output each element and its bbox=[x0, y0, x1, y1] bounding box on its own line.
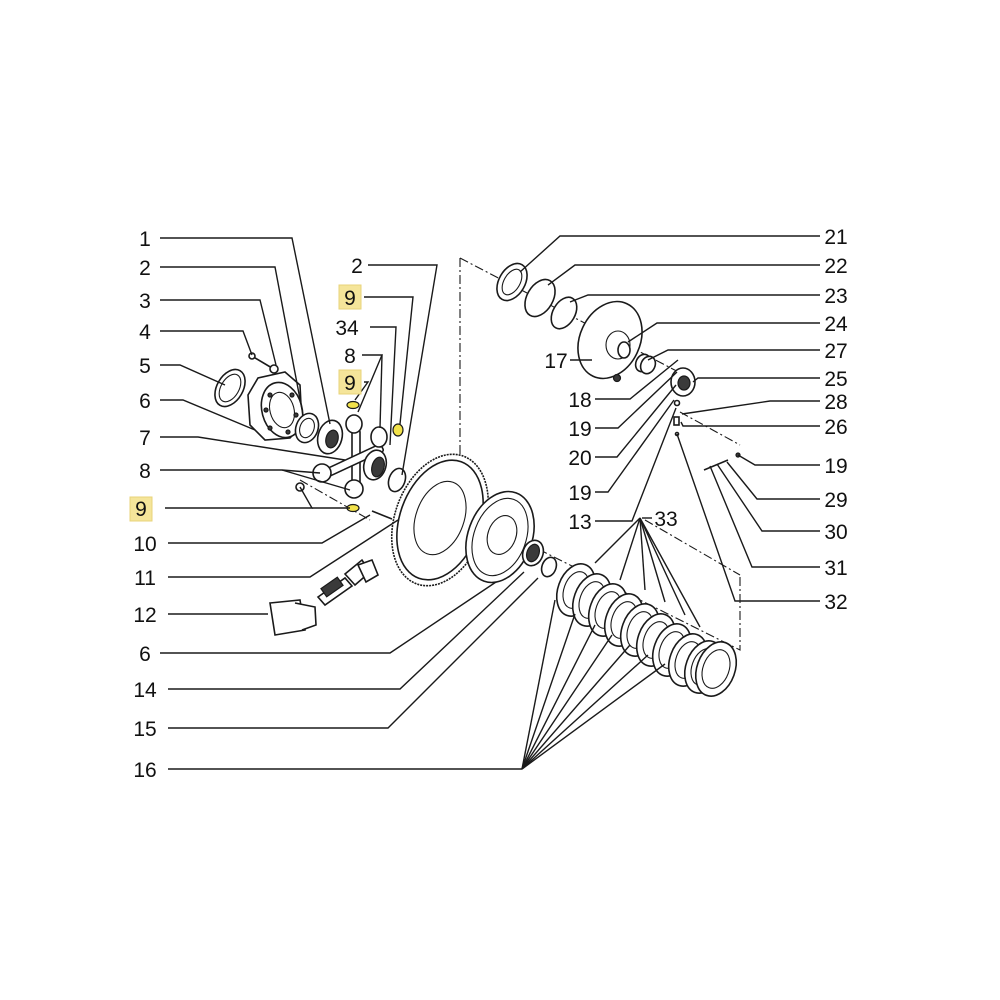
callout-24: 24 bbox=[824, 313, 848, 336]
part-29-30-31-rod bbox=[703, 452, 741, 471]
part-25-release-bearing bbox=[670, 367, 696, 397]
callout-23: 23 bbox=[824, 285, 847, 308]
callout-25: 25 bbox=[824, 368, 847, 391]
part-11-pinion-shaft bbox=[316, 558, 379, 607]
part-6-ring-gear bbox=[390, 453, 490, 587]
part-8-pinion-gears bbox=[312, 414, 388, 499]
callout-15: 15 bbox=[133, 718, 156, 741]
part-22-o-ring bbox=[524, 278, 556, 318]
callout-19-right: 19 bbox=[824, 455, 847, 478]
part-15-needle-bearing bbox=[521, 539, 545, 567]
callout-9-center-top: 9 bbox=[344, 287, 356, 310]
callout-7: 7 bbox=[139, 427, 151, 450]
part-23-o-ring bbox=[550, 296, 578, 330]
callout-12: 12 bbox=[133, 604, 156, 627]
part-26-28-pins bbox=[673, 399, 681, 437]
part-9-washers bbox=[295, 400, 404, 513]
callout-8-center: 8 bbox=[344, 345, 356, 368]
callout-10: 10 bbox=[133, 533, 156, 556]
leader-lines bbox=[160, 235, 820, 770]
part-5-seal-ring bbox=[214, 368, 246, 408]
callout-29: 29 bbox=[824, 489, 847, 512]
callout-32: 32 bbox=[824, 591, 847, 614]
callout-19-b: 19 bbox=[568, 482, 591, 505]
callout-1: 1 bbox=[139, 228, 151, 251]
part-10-bolt bbox=[371, 510, 393, 520]
part-3-washer bbox=[269, 364, 279, 374]
callout-30: 30 bbox=[824, 521, 847, 544]
callout-22: 22 bbox=[824, 255, 847, 278]
callout-28: 28 bbox=[824, 391, 847, 414]
callout-26: 26 bbox=[824, 416, 847, 439]
part-16-33-clutch-plates bbox=[555, 563, 738, 697]
callouts-left: 1 2 3 4 5 6 7 8 9 10 11 12 6 14 15 16 bbox=[129, 228, 157, 782]
callout-16: 16 bbox=[133, 759, 156, 782]
part-13-o-ring bbox=[540, 556, 558, 578]
callout-33: 33 bbox=[654, 508, 677, 531]
part-21-oil-seal bbox=[496, 262, 528, 302]
callout-2-center: 2 bbox=[351, 255, 363, 278]
callout-27: 27 bbox=[824, 340, 847, 363]
part-1-side-gear-left bbox=[316, 419, 344, 455]
callouts-mid-right: 17 18 19 20 19 13 33 bbox=[544, 350, 677, 534]
callout-5: 5 bbox=[139, 355, 151, 378]
callouts-right: 21 22 23 24 27 25 28 26 19 29 30 31 32 bbox=[824, 226, 848, 614]
part-27-bearing bbox=[634, 353, 657, 375]
part-2-thrust-washer-left bbox=[294, 412, 320, 444]
callout-31: 31 bbox=[824, 557, 847, 580]
callout-19-a: 19 bbox=[568, 418, 591, 441]
callout-9-highlighted: 9 bbox=[135, 498, 147, 521]
part-34-side-gear-right bbox=[362, 449, 388, 481]
callout-11: 11 bbox=[134, 567, 156, 590]
part-17-nut bbox=[612, 373, 622, 383]
part-4-bolt bbox=[248, 352, 273, 369]
callout-17: 17 bbox=[544, 350, 567, 373]
callout-20: 20 bbox=[568, 447, 591, 470]
part-24-pressure-plate bbox=[577, 300, 643, 380]
callout-6-lower: 6 bbox=[139, 643, 151, 666]
callout-2: 2 bbox=[139, 257, 151, 280]
callout-8: 8 bbox=[139, 460, 151, 483]
callout-3: 3 bbox=[139, 290, 151, 313]
part-2-thrust-washer-right bbox=[387, 467, 407, 493]
callout-9-center-bottom-highlight bbox=[338, 369, 362, 395]
callout-34: 34 bbox=[335, 317, 359, 340]
callouts-center: 2 9 34 8 9 bbox=[335, 255, 363, 395]
callout-14: 14 bbox=[133, 679, 157, 702]
callout-9-center-bottom: 9 bbox=[344, 372, 356, 395]
callout-9-center-top-highlight bbox=[338, 284, 362, 310]
callout-9-highlight bbox=[129, 496, 153, 522]
callout-21: 21 bbox=[824, 226, 847, 249]
callout-18: 18 bbox=[568, 389, 591, 412]
part-12-flange bbox=[269, 599, 317, 636]
callout-6: 6 bbox=[139, 390, 151, 413]
callout-13: 13 bbox=[568, 511, 591, 534]
callout-4: 4 bbox=[139, 321, 151, 344]
